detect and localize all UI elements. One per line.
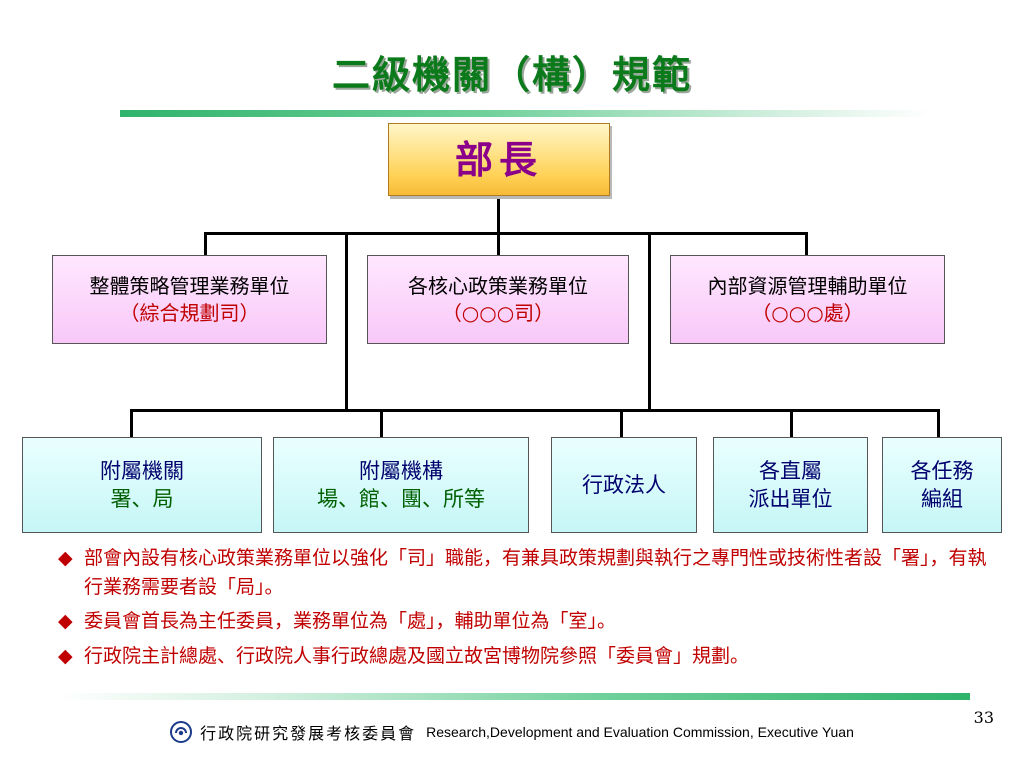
notes-list: ◆ 部會內設有核心政策業務單位以強化「司」職能，有兼具政策規劃與執行之專門性或技… [58,544,998,676]
level2-line1: 整體策略管理業務單位 [89,273,290,298]
connector-level3-1 [130,409,133,437]
note-text: 行政院主計總處、行政院人事行政總處及國立故宮博物院參照「委員會」規劃。 [84,644,750,667]
note-item: ◆ 部會內設有核心政策業務單位以強化「司」職能，有兼具政策規劃與執行之專門性或技… [58,544,998,601]
level2-line2: （○○○處） [751,300,864,325]
connector-level2-middle [497,232,500,255]
level2-line1: 各核心政策業務單位 [408,273,588,298]
level2-box-strategy: 整體策略管理業務單位 （綜合規劃司） [52,255,327,344]
level3-line1: 附屬機關 [100,458,184,483]
connector-level3-bar [130,409,940,412]
footer-rule [58,693,970,700]
level3-box-affiliated-agency: 附屬機關 署、局 [22,437,262,533]
level3-line1: 行政法人 [582,472,666,497]
level3-box-affiliated-institution: 附屬機構 場、館、團、所等 [273,437,529,533]
level3-box-administrative-corporation: 行政法人 [551,437,697,533]
slide-title: 二級機關（構）規範 [331,52,692,97]
level3-line1: 各直屬 [759,458,822,483]
connector-level3-4 [790,409,793,437]
level3-line1: 附屬機構 [359,458,443,483]
connector-level3-2 [380,409,383,437]
note-text: 委員會首長為主任委員，業務單位為「處」，輔助單位為「室」。 [84,610,617,632]
note-item: ◆ 行政院主計總處、行政院人事行政總處及國立故宮博物院參照「委員會」規劃。 [58,642,998,671]
minister-box: 部長 [388,123,610,196]
footer: 行政院研究發展考核委員會 Research,Development and Ev… [0,720,1024,744]
page-number: 33 [973,708,994,727]
level2-line2: （○○○司） [441,300,555,325]
title-underline [120,110,930,117]
connector-level2-right [805,232,808,255]
level3-box-dispatched-unit: 各直屬 派出單位 [713,437,868,533]
connector-trunk-right [648,232,651,410]
diamond-bullet-icon: ◆ [58,610,73,632]
connector-trunk-left [345,232,348,410]
level3-line2: 署、局 [110,487,174,511]
level3-line1: 各任務 [910,458,974,483]
level3-line2: 編組 [921,487,963,511]
note-text: 部會內設有核心政策業務單位以強化「司」職能，有兼具政策規劃與執行之專門性或技術性… [84,547,987,598]
level2-box-internal-resource: 內部資源管理輔助單位 （○○○處） [670,255,945,344]
footer-org-zh: 行政院研究發展考核委員會 [200,724,417,743]
level3-line2: 場、館、團、所等 [317,487,485,511]
connector-level3-3 [620,409,623,437]
level2-line1: 內部資源管理輔助單位 [707,273,908,298]
connector-level3-5 [937,409,940,437]
note-item: ◆ 委員會首長為主任委員，業務單位為「處」，輔助單位為「室」。 [58,607,998,636]
diamond-bullet-icon: ◆ [58,644,73,667]
level2-box-core-policy: 各核心政策業務單位 （○○○司） [367,255,629,344]
connector-level2-left [204,232,207,255]
level3-line2: 派出單位 [748,487,833,511]
level3-box-task-force: 各任務 編組 [882,437,1002,533]
minister-label: 部長 [454,136,543,182]
level2-line2: （綜合規劃司） [119,300,260,325]
connector-level2-bar [204,232,808,235]
diamond-bullet-icon: ◆ [58,547,73,569]
connector-minister-down [497,196,500,234]
rdec-logo-icon [170,721,193,743]
footer-org-en: Research,Development and Evaluation Comm… [426,724,854,740]
